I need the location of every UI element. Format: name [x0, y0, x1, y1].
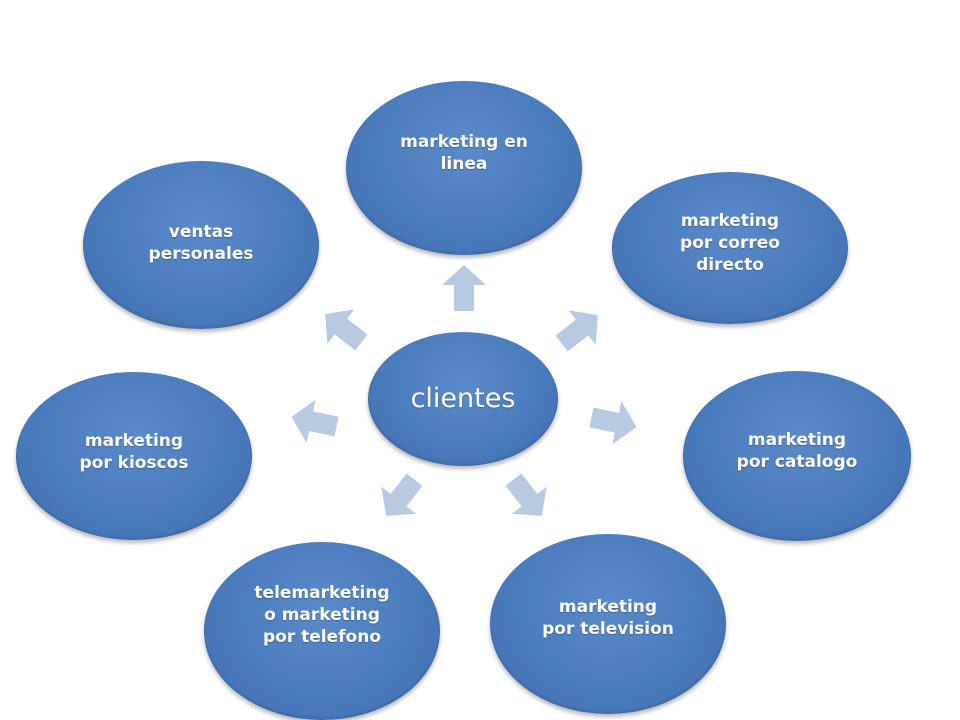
node-label-marketing-por-television: marketing por television — [542, 597, 674, 639]
arrow-to-tv — [505, 473, 547, 516]
node-marketing-por-kioscos: marketing por kioscos — [16, 372, 252, 540]
node-telemarketing: telemarketing o marketing por telefono — [204, 542, 440, 720]
node-label-telemarketing: telemarketing o marketing por telefono — [254, 583, 390, 647]
node-marketing-en-linea: marketing en linea — [346, 81, 582, 255]
arrow-to-catal — [589, 401, 637, 445]
node-label-marketing-en-linea: marketing en linea — [400, 132, 528, 174]
arrow-to-linea — [442, 265, 486, 311]
arrow-to-kiosco — [291, 399, 339, 443]
node-label-ventas-personales: ventas personales — [148, 222, 254, 264]
node-marketing-por-catalogo: marketing por catalogo — [683, 371, 911, 541]
node-marketing-por-television: marketing por television — [490, 534, 726, 714]
node-label-marketing-por-catalogo: marketing por catalogo — [736, 430, 858, 472]
arrow-to-correo — [555, 310, 598, 352]
node-label-marketing-por-kioscos: marketing por kioscos — [79, 431, 189, 473]
node-label-marketing-por-correo-directo: marketing por correo directo — [680, 211, 780, 275]
node-ventas-personales: ventas personales — [83, 161, 319, 329]
arrow-to-ventas — [325, 309, 368, 351]
arrow-to-tele — [381, 473, 423, 516]
center-node-label: clientes — [410, 383, 516, 414]
center-node-clientes: clientes — [368, 332, 558, 466]
node-marketing-por-correo-directo: marketing por correo directo — [612, 172, 848, 324]
